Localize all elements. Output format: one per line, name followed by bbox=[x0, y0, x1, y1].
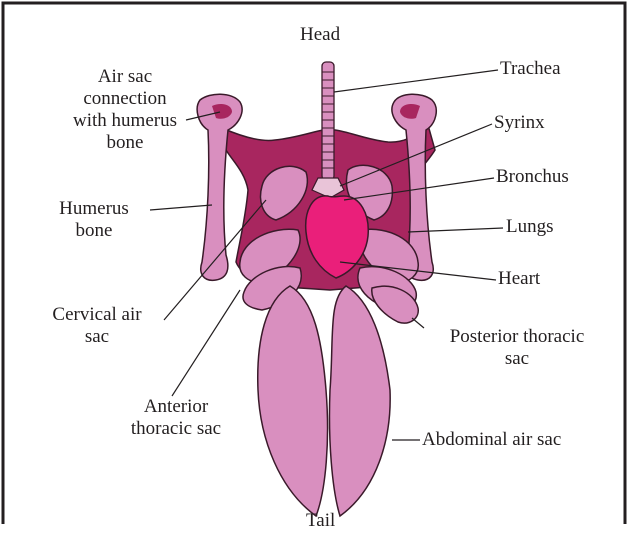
leader-trachea bbox=[334, 70, 498, 92]
label-air-sac-connection-line-2: connection bbox=[60, 88, 190, 110]
label-cervical-air-sac-line-1: Cervical air bbox=[32, 304, 162, 326]
label-lungs: Lungs bbox=[506, 216, 554, 238]
label-air-sac-connection-line-3: with humerus bbox=[60, 110, 190, 132]
label-trachea: Trachea bbox=[500, 58, 561, 80]
label-cervical-air-sac: Cervical air sac bbox=[32, 304, 162, 348]
abdominal-air-sac-left bbox=[258, 286, 328, 516]
humerus-bone-left bbox=[197, 94, 242, 280]
label-heart: Heart bbox=[498, 268, 540, 290]
label-anterior-thoracic-sac-line-1: Anterior bbox=[116, 396, 236, 418]
label-air-sac-connection: Air sac connection with humerus bone bbox=[60, 66, 190, 154]
label-anterior-thoracic-sac: Anterior thoracic sac bbox=[116, 396, 236, 440]
label-air-sac-connection-line-4: bone bbox=[60, 132, 190, 154]
label-abdominal-air-sac: Abdominal air sac bbox=[422, 429, 561, 451]
label-anterior-thoracic-sac-line-2: thoracic sac bbox=[116, 418, 236, 440]
label-tail: Tail bbox=[306, 510, 335, 532]
abdominal-air-sac-right bbox=[329, 286, 390, 516]
label-posterior-thoracic-sac-line-2: sac bbox=[422, 348, 612, 370]
leader-humerus bbox=[150, 205, 212, 210]
label-humerus-bone-line-2: bone bbox=[44, 220, 144, 242]
label-syrinx: Syrinx bbox=[494, 112, 545, 134]
leader-anterior bbox=[172, 290, 240, 396]
label-humerus-bone-line-1: Humerus bbox=[44, 198, 144, 220]
label-head: Head bbox=[300, 24, 340, 46]
label-bronchus: Bronchus bbox=[496, 166, 569, 188]
label-posterior-thoracic-sac: Posterior thoracic sac bbox=[422, 326, 612, 370]
label-cervical-air-sac-line-2: sac bbox=[32, 326, 162, 348]
label-humerus-bone: Humerus bone bbox=[44, 198, 144, 242]
label-posterior-thoracic-sac-line-1: Posterior thoracic bbox=[422, 326, 612, 348]
label-air-sac-connection-line-1: Air sac bbox=[60, 66, 190, 88]
